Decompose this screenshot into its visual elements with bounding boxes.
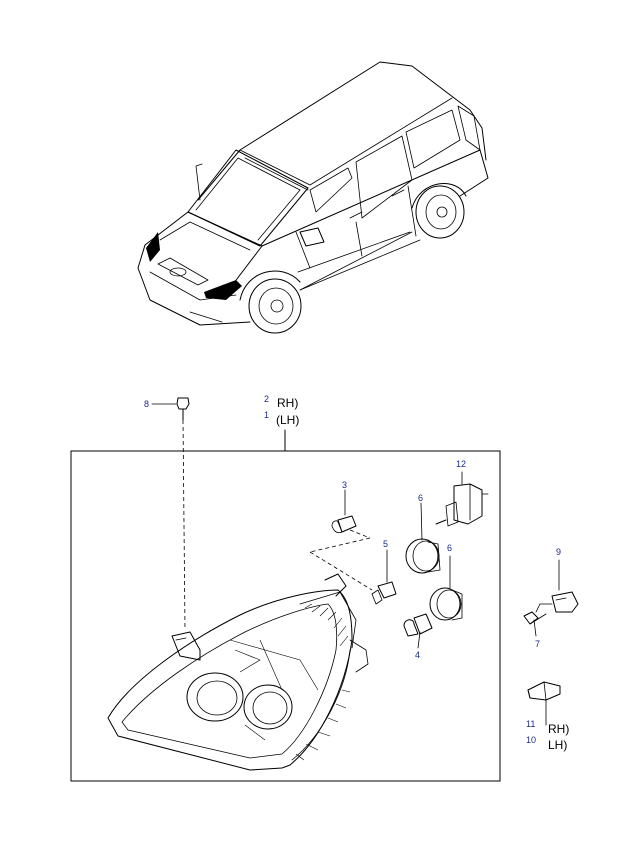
part-10-11-bracket <box>527 681 561 726</box>
assembly-lh-label: (LH) <box>276 413 299 427</box>
callout-2: 2 <box>264 394 269 404</box>
callout-11: 11 <box>526 719 535 729</box>
callout-5: 5 <box>383 539 388 549</box>
part-8-screw <box>151 397 190 631</box>
callout-8: 8 <box>144 399 149 409</box>
part-5-socket <box>371 549 397 605</box>
vehicle-illustration <box>137 61 489 334</box>
bracket-rh-label: RH) <box>548 722 569 736</box>
callout-12: 12 <box>456 459 466 469</box>
callout-4: 4 <box>415 650 420 660</box>
callout-6-upper: 6 <box>418 493 423 503</box>
part-7-connector <box>523 611 547 637</box>
callout-7: 7 <box>535 639 540 649</box>
part-12-actuator <box>435 471 489 527</box>
headlamp-assembly <box>107 573 369 771</box>
callout-3: 3 <box>342 480 347 490</box>
part-6-cap-upper <box>405 502 441 574</box>
callout-10: 10 <box>526 735 536 745</box>
part-6-cap-lower <box>429 555 463 621</box>
part-9-leveling-unit <box>535 559 579 613</box>
callout-1: 1 <box>264 410 269 420</box>
callout-6-lower: 6 <box>447 543 452 553</box>
assembly-rh-label: RH) <box>277 396 298 410</box>
part-4-bulb <box>403 613 433 649</box>
bracket-lh-label: LH) <box>548 738 567 752</box>
part-3-bulb <box>309 489 373 591</box>
callout-9: 9 <box>556 547 561 557</box>
